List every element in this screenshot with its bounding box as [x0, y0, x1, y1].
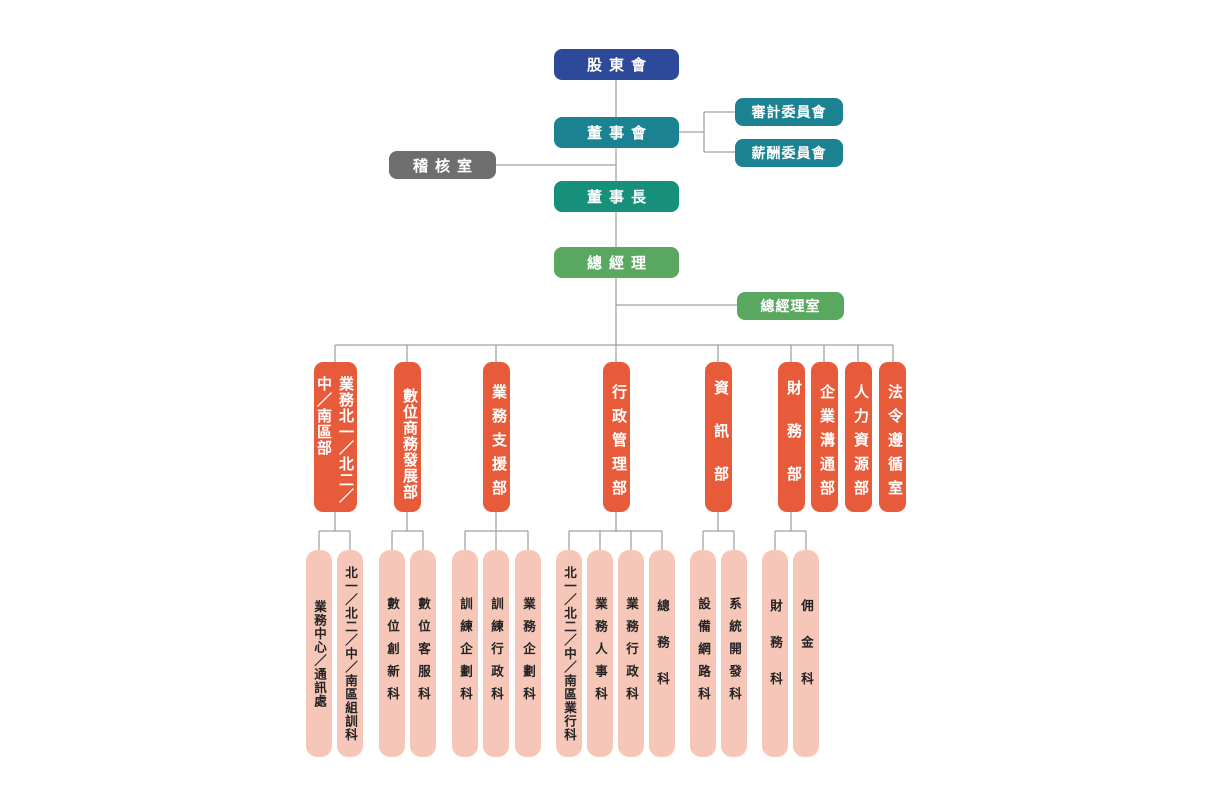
section-network-equipment: 設備網路科 — [690, 550, 716, 757]
president-label: 總經理 — [586, 254, 653, 272]
section-label: 系統開發科 — [727, 597, 742, 710]
section-label: 財務科 — [768, 598, 783, 709]
remuneration-committee-box: 薪酬委員會 — [735, 139, 843, 167]
president-office-label: 總經理室 — [760, 299, 821, 315]
shareholders-label: 股東會 — [586, 56, 653, 74]
section-training-planning: 訓練企劃科 — [452, 550, 478, 757]
president-box: 總經理 — [554, 247, 679, 278]
internal-audit-label: 稽核室 — [412, 156, 479, 175]
dept-administration-label: 行政管理部 — [610, 384, 628, 504]
section-general-affairs: 總務科 — [649, 550, 675, 757]
section-label: 數位客服科 — [416, 597, 431, 710]
audit-committee-box: 審計委員會 — [735, 98, 843, 126]
dept-it-label: 資訊部 — [712, 379, 730, 509]
remuneration-committee-label: 薪酬委員會 — [751, 146, 827, 162]
dept-digital-business-label: 數位商務發展部 — [401, 388, 419, 500]
section-training-admin: 訓練行政科 — [483, 550, 509, 757]
section-label: 訓練企劃科 — [458, 597, 473, 710]
section-label: 業務企劃科 — [521, 597, 536, 710]
section-regional-training: 北一／北二／中／南區組訓科 — [337, 550, 363, 757]
section-digital-service: 數位客服科 — [410, 550, 436, 757]
section-sales-admin: 業務行政科 — [618, 550, 644, 757]
section-label: 業務人事科 — [593, 597, 608, 710]
shareholders-box: 股東會 — [554, 49, 679, 80]
board-box: 董事會 — [554, 117, 679, 148]
internal-audit-box: 稽核室 — [389, 151, 496, 179]
dept-sales-support: 業務支援部 — [483, 362, 510, 512]
section-label: 北一／北二／中／南區業行科 — [562, 565, 577, 742]
section-label: 北一／北二／中／南區組訓科 — [343, 565, 358, 742]
dept-finance-label: 財務部 — [785, 379, 803, 509]
chairman-label: 董事長 — [586, 188, 653, 206]
section-sales-personnel: 業務人事科 — [587, 550, 613, 757]
section-system-development: 系統開發科 — [721, 550, 747, 757]
section-label: 業務行政科 — [624, 597, 639, 710]
section-regional-sales-admin: 北一／北二／中／南區業行科 — [556, 550, 582, 757]
dept-corporate-communications: 企業溝通部 — [811, 362, 838, 512]
dept-corporate-communications-label: 企業溝通部 — [818, 384, 836, 504]
section-sales-planning: 業務企劃科 — [515, 550, 541, 757]
dept-sales-regions-label: 業務北一／北二／中／南區部 — [315, 376, 355, 504]
section-digital-innovation: 數位創新科 — [379, 550, 405, 757]
section-commission: 佣金科 — [793, 550, 819, 757]
section-sales-center: 業務中心／通訊處 — [306, 550, 332, 757]
dept-compliance: 法令遵循室 — [879, 362, 906, 512]
chairman-box: 董事長 — [554, 181, 679, 212]
audit-committee-label: 審計委員會 — [751, 105, 827, 121]
section-label: 佣金科 — [799, 598, 814, 709]
section-label: 總務科 — [655, 598, 670, 709]
dept-human-resources: 人力資源部 — [845, 362, 872, 512]
section-label: 訓練行政科 — [489, 597, 504, 710]
dept-human-resources-label: 人力資源部 — [852, 384, 870, 504]
section-label: 設備網路科 — [696, 597, 711, 710]
dept-sales-support-label: 業務支援部 — [490, 384, 508, 504]
section-label: 業務中心／通訊處 — [312, 599, 327, 708]
dept-compliance-label: 法令遵循室 — [886, 384, 904, 504]
dept-sales-regions: 業務北一／北二／中／南區部 — [314, 362, 357, 512]
president-office-box: 總經理室 — [737, 292, 844, 320]
section-label: 數位創新科 — [385, 597, 400, 710]
dept-finance: 財務部 — [778, 362, 805, 512]
section-finance: 財務科 — [762, 550, 788, 757]
dept-administration: 行政管理部 — [603, 362, 630, 512]
dept-digital-business: 數位商務發展部 — [394, 362, 421, 512]
dept-it: 資訊部 — [705, 362, 732, 512]
board-label: 董事會 — [586, 124, 653, 142]
